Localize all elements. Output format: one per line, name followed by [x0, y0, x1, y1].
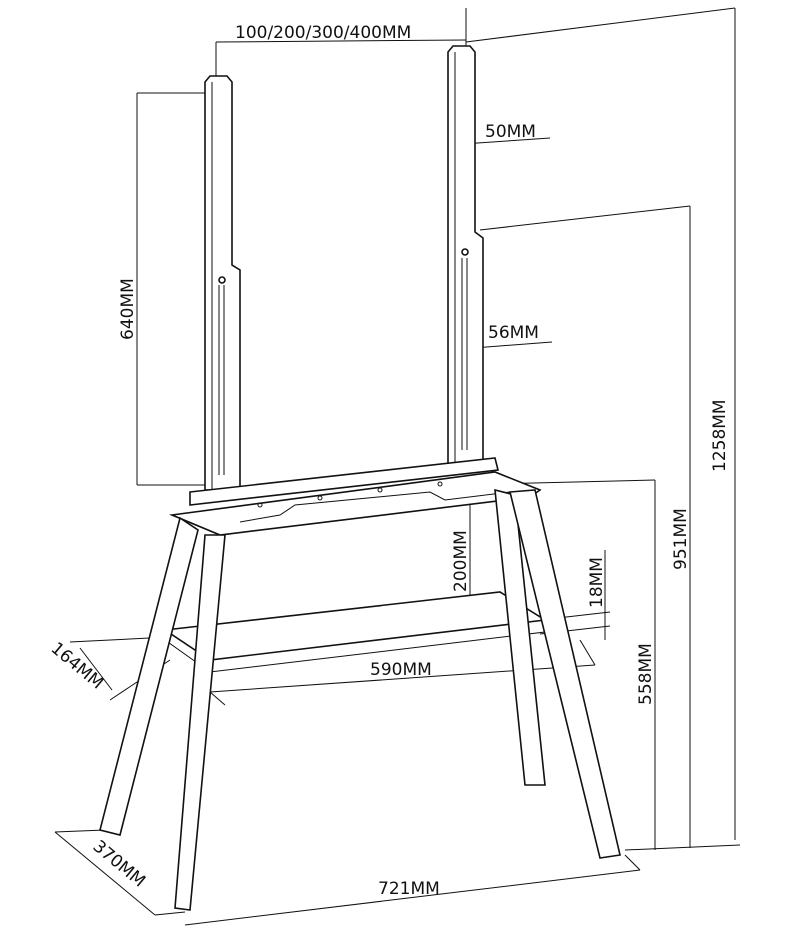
lower-adjust-label: 56MM	[488, 323, 539, 343]
shelf-width-label: 590MM	[370, 660, 432, 680]
upper-adjust-label: 50MM	[485, 122, 536, 142]
base-width-label: 721MM	[378, 879, 440, 899]
shelf-gap-label: 200MM	[451, 530, 471, 592]
shelf-depth-label: 164MM	[47, 639, 107, 694]
shelf-height-label: 558MM	[636, 643, 656, 705]
legs	[99, 488, 621, 911]
total-height-label: 1258MM	[710, 399, 730, 472]
dimension-labels: 100/200/300/400MM 50MM 56MM 640MM 1258MM…	[47, 23, 730, 899]
base-depth-label: 370MM	[89, 837, 149, 892]
base-height-label: 951MM	[671, 508, 691, 570]
shelf-thickness-label: 18MM	[587, 557, 607, 608]
uprights	[204, 45, 484, 491]
shelf	[162, 591, 548, 673]
vesa-label: 100/200/300/400MM	[235, 23, 411, 43]
upright-height-label: 640MM	[118, 278, 138, 340]
dimension-lines	[54, 7, 741, 926]
